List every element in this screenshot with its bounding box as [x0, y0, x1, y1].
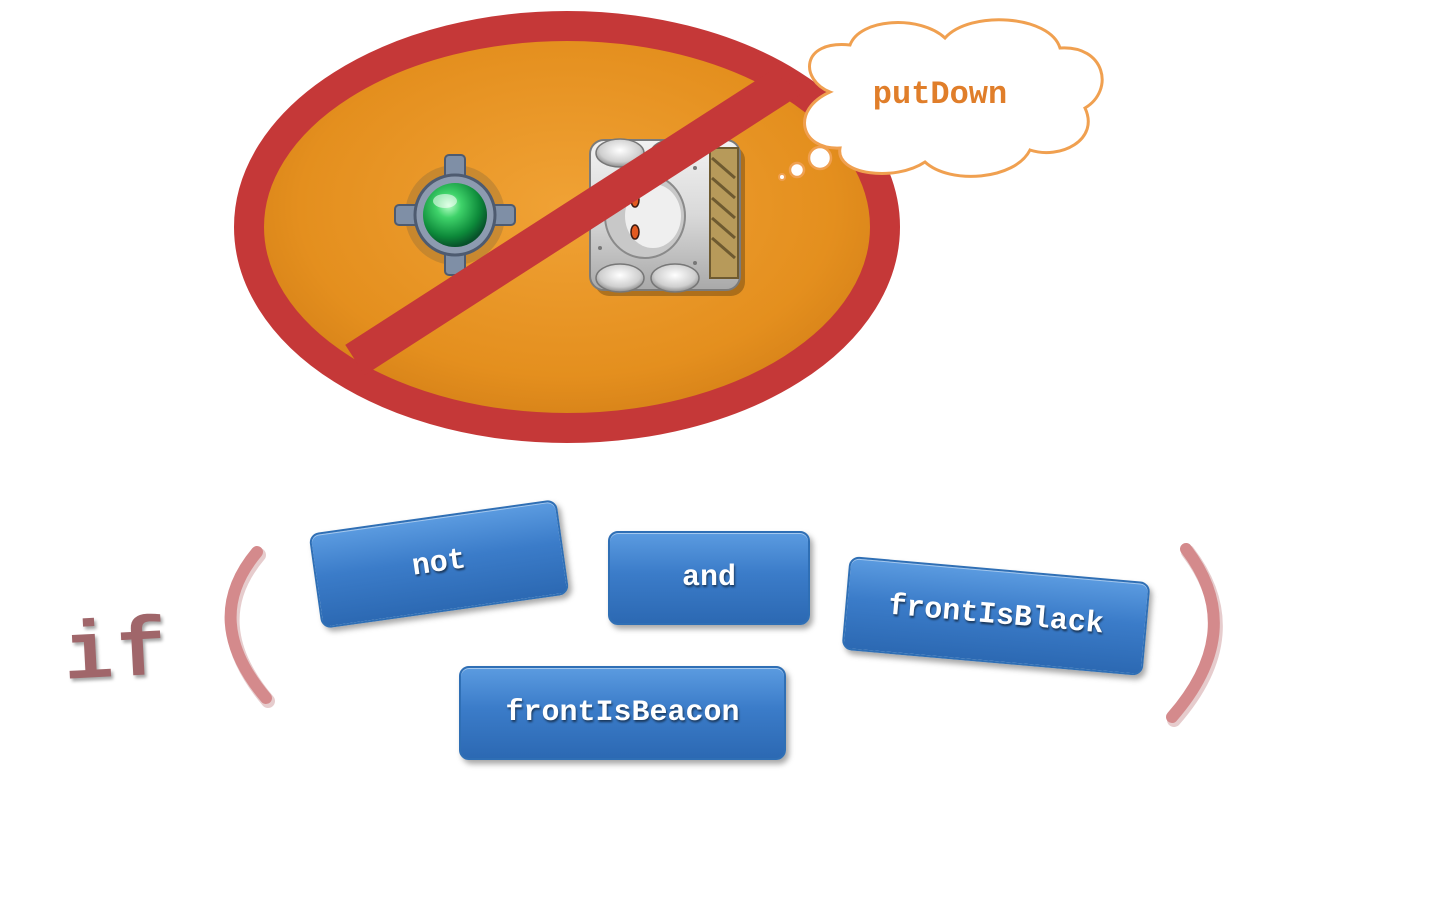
thought-command: putDown — [872, 76, 1008, 113]
not-block-label: not — [409, 543, 469, 585]
front-is-black-block-label: frontIsBlack — [886, 589, 1106, 643]
if-keyword: if — [61, 605, 173, 704]
and-block[interactable]: and — [608, 531, 810, 625]
and-block-label: and — [681, 561, 736, 595]
close-parenthesis — [1166, 543, 1223, 727]
beacon-icon — [394, 154, 516, 276]
front-is-beacon-block[interactable]: frontIsBeacon — [459, 666, 786, 760]
thought-bubble — [778, 18, 1104, 181]
open-parenthesis — [224, 546, 275, 708]
front-is-beacon-block-label: frontIsBeacon — [505, 696, 740, 730]
no-sign-icon — [234, 11, 900, 443]
